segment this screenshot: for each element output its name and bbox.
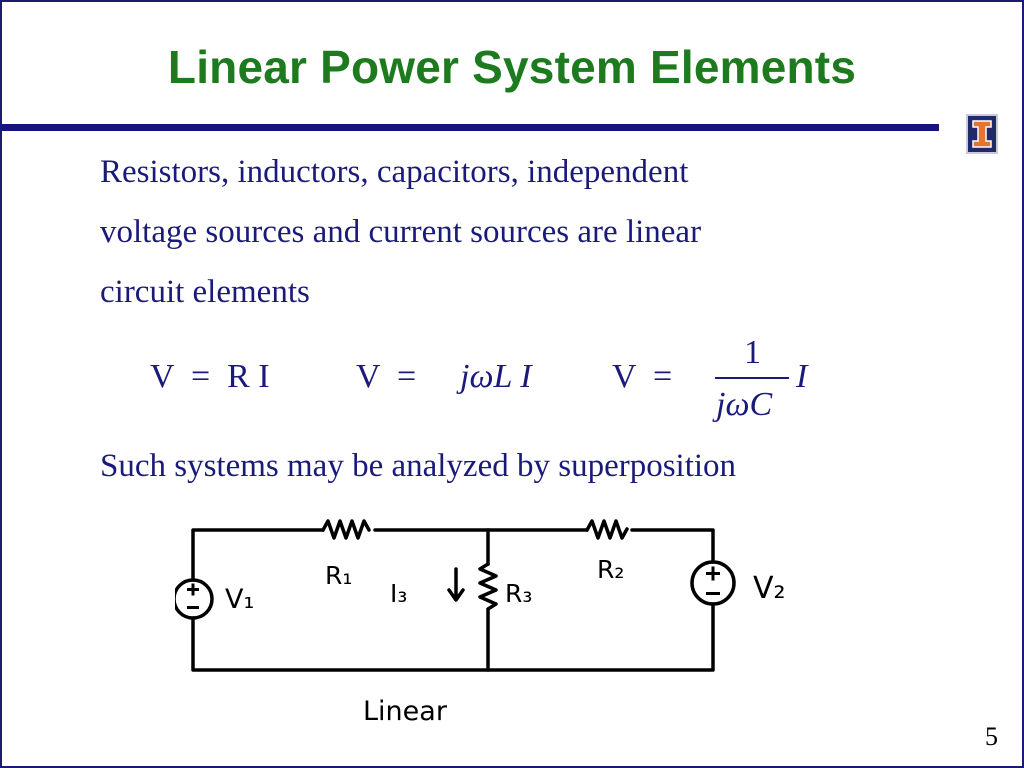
v1-plus-vertical: [191, 583, 195, 596]
bullet-line-1: Resistors, inductors, capacitors, indepe…: [100, 154, 689, 190]
wire-top-left: [191, 528, 325, 582]
label-r3: R₃: [505, 579, 532, 608]
label-i3: I₃: [390, 579, 407, 608]
superposition-text: Such systems may be analyzed by superpos…: [100, 448, 737, 484]
label-r1: R₁: [325, 561, 352, 590]
fraction-bar: [715, 377, 789, 379]
equation-inductor-rhs-text: jωL I: [460, 358, 532, 395]
v1-minus-mark: [187, 606, 199, 609]
equation-capacitor-denominator: jωC: [716, 386, 772, 424]
bullet-line-3: circuit elements: [100, 274, 310, 310]
equation-capacitor-numerator: 1: [744, 334, 761, 371]
label-linear: Linear: [363, 696, 448, 727]
resistor-r3: [478, 562, 498, 611]
title-divider: [2, 124, 939, 131]
wire-top-right: [630, 528, 715, 564]
equation-resistor: V = R I: [150, 358, 270, 395]
equation-capacitor-current-text: I: [796, 358, 808, 395]
slide-title: Linear Power System Elements: [167, 41, 857, 93]
voltage-source-v2: [690, 560, 736, 606]
equation-inductor-lhs: V =: [356, 358, 417, 395]
equation-inductor-rhs: jωL I: [460, 358, 532, 396]
label-v1: V₁: [225, 584, 254, 615]
v2-plus-vertical: [711, 566, 715, 581]
university-logo-icon: [966, 114, 998, 154]
resistor-r2: [585, 519, 629, 540]
equation-capacitor-lhs: V =: [612, 358, 673, 395]
v2-minus-mark: [706, 592, 720, 595]
equation-capacitor-current: I: [796, 358, 807, 396]
resistor-r1: [321, 519, 371, 540]
page-number: 5: [985, 722, 998, 751]
voltage-source-v1: [175, 578, 214, 620]
current-arrow-i3: [447, 567, 465, 602]
wire-bottom: [191, 602, 715, 672]
bullet-line-2: voltage sources and current sources are …: [100, 214, 702, 250]
label-r2: R₂: [597, 555, 624, 584]
label-v2: V₂: [753, 571, 786, 606]
equation-capacitor-denominator-text: jωC: [716, 386, 773, 423]
circuit-diagram: V₁ R₁ I₃ R₃ R₂ V₂ Linear: [175, 519, 786, 727]
